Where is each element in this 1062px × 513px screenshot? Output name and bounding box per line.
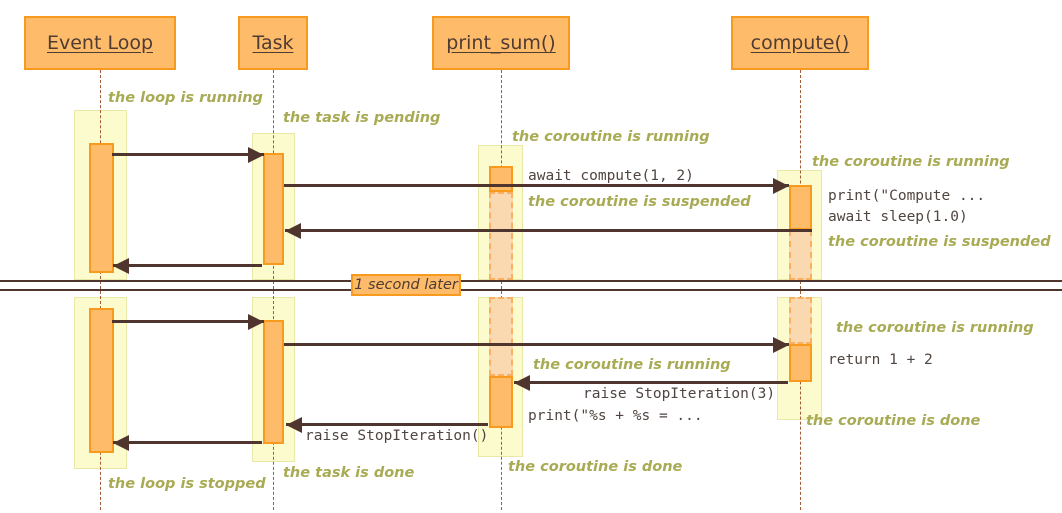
code-label: return 1 + 2 (828, 352, 933, 368)
arrowhead-right-m6 (773, 336, 789, 353)
delay-divider-box: 1 second later (351, 274, 461, 296)
activation-bar-compute-suspended (789, 230, 812, 280)
activation-bar-print_sum-suspended (489, 297, 513, 376)
activation-bar-task (263, 153, 284, 265)
activation-bar-compute (789, 185, 812, 230)
state-note: the coroutine is running (533, 357, 731, 373)
state-note: the task is done (283, 465, 415, 481)
arrowhead-right-m1 (248, 146, 264, 163)
message-label-m7: raise StopIteration(3) (583, 386, 776, 402)
state-note: the coroutine is running (812, 154, 1010, 170)
arrowhead-left-m9 (113, 434, 129, 451)
state-note: the loop is stopped (108, 476, 266, 492)
state-note: the coroutine is running (836, 320, 1034, 336)
delay-divider-label: 1 second later (354, 276, 458, 293)
arrowhead-right-m5 (248, 313, 264, 330)
activation-bar-event_loop (89, 143, 114, 273)
activation-bar-print_sum (489, 376, 513, 428)
activation-bar-print_sum (489, 166, 513, 192)
activation-bar-print_sum-suspended (489, 192, 513, 280)
state-note: the task is pending (283, 110, 441, 126)
state-note: the coroutine is suspended (528, 194, 751, 210)
message-label-m2: await compute(1, 2) (528, 168, 694, 184)
participant-label-print_sum: print_sum() (446, 32, 556, 54)
state-note: the coroutine is done (508, 459, 683, 475)
code-label: print("%s + %s = ... (528, 408, 703, 424)
message-line-m6 (284, 343, 789, 346)
participant-label-task: Task (252, 32, 294, 54)
state-note: the coroutine is suspended (828, 234, 1051, 250)
participant-box-compute[interactable]: compute() (731, 16, 869, 70)
activation-bar-compute-suspended (789, 297, 812, 344)
activation-bar-task (263, 320, 284, 444)
arrowhead-left-m8 (286, 416, 302, 433)
message-line-m4 (113, 264, 262, 267)
message-line-m5 (112, 320, 264, 323)
code-label: await sleep(1.0) (828, 209, 968, 225)
participant-box-task[interactable]: Task (238, 16, 308, 70)
message-line-m2 (284, 184, 789, 187)
participant-box-event_loop[interactable]: Event Loop (24, 16, 176, 70)
activation-bar-event_loop (89, 308, 114, 453)
state-note: the loop is running (108, 90, 263, 106)
arrowhead-right-m2 (773, 177, 789, 194)
message-line-m1 (112, 153, 264, 156)
state-note: the coroutine is done (806, 413, 981, 429)
message-label-m8: raise StopIteration() (305, 428, 489, 444)
participant-label-compute: compute() (750, 32, 850, 54)
participant-box-print_sum[interactable]: print_sum() (432, 16, 570, 70)
code-label: print("Compute ... (828, 188, 986, 204)
activation-bar-compute (789, 344, 812, 382)
arrowhead-left-m4 (113, 257, 129, 274)
participant-label-event_loop: Event Loop (46, 32, 154, 54)
delay-divider-line-top (0, 280, 1062, 282)
message-line-m8 (286, 423, 488, 426)
message-line-m3 (285, 229, 812, 232)
arrowhead-left-m7 (514, 374, 530, 391)
message-line-m9 (113, 441, 262, 444)
message-line-m7 (514, 381, 788, 384)
delay-divider-line-bottom (0, 289, 1062, 291)
arrowhead-left-m3 (285, 222, 301, 239)
state-note: the coroutine is running (512, 129, 710, 145)
